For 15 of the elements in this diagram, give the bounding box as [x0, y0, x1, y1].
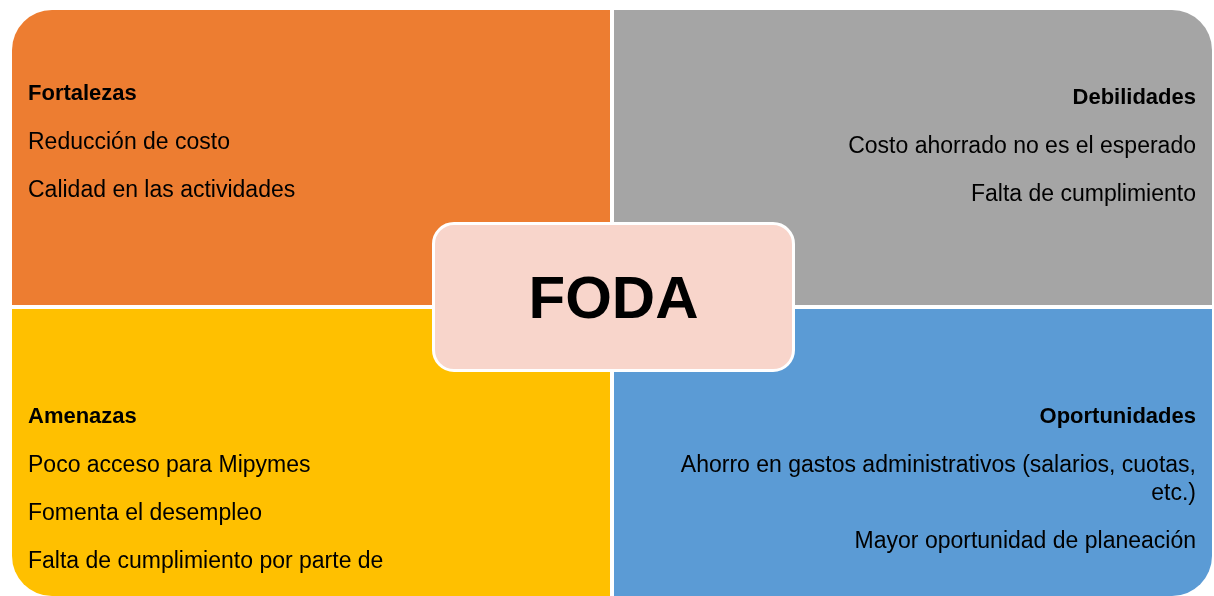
center-title: FODA: [528, 262, 699, 332]
list-item: Poco acceso para Mipymes: [28, 451, 311, 477]
quadrant-heading: Debilidades: [1072, 84, 1196, 109]
list-item: Falta de cumplimiento por parte de: [28, 547, 384, 573]
list-item: Costo ahorrado no es el esperado: [848, 132, 1196, 158]
list-item: Fomenta el desempleo: [28, 499, 262, 525]
quadrant-heading: Oportunidades: [1039, 403, 1196, 428]
center-box: [432, 222, 795, 372]
quadrant-heading: Amenazas: [28, 403, 137, 428]
list-item: Reducción de costo: [28, 128, 230, 154]
list-item: Falta de cumplimiento: [971, 180, 1196, 206]
list-item: Ahorro en gastos administrativos (salarios, cuotas, etc.): [680, 451, 1196, 505]
quadrant-heading: Fortalezas: [28, 80, 137, 105]
list-item: Calidad en las actividades: [28, 176, 296, 202]
list-item: Mayor oportunidad de planeación: [854, 527, 1196, 553]
